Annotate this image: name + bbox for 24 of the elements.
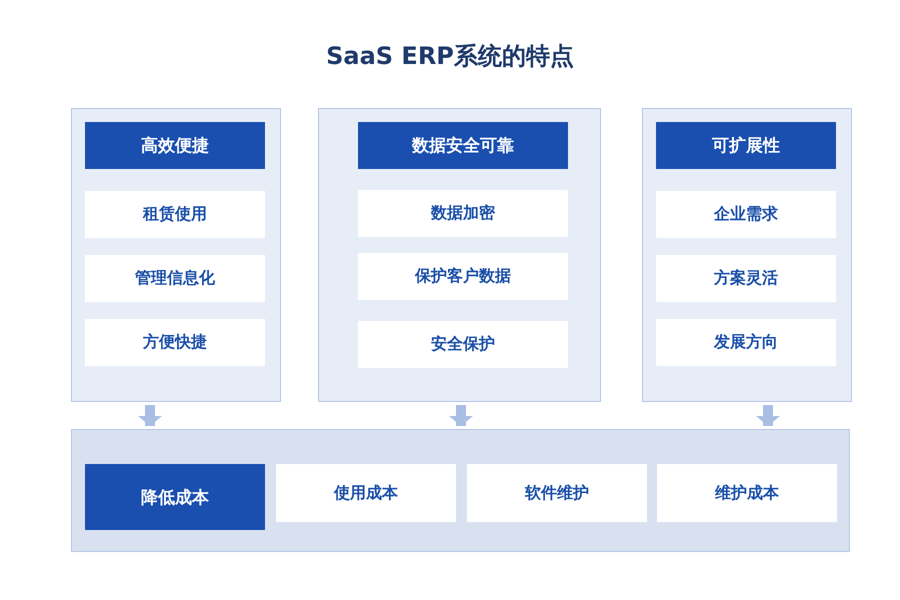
item-box: 软件维护 [467,464,647,522]
item-box: 方案灵活 [656,255,836,302]
group-panel [71,429,850,552]
item-box: 企业需求 [656,191,836,238]
item-box: 租赁使用 [85,191,265,238]
item-box: 使用成本 [276,464,456,522]
item-box: 方便快捷 [85,319,265,366]
heading-box: 高效便捷 [85,122,265,169]
item-box: 发展方向 [656,319,836,366]
item-box: 保护客户数据 [358,253,568,300]
item-box: 安全保护 [358,321,568,368]
group-panel [71,108,281,402]
heading-box: 可扩展性 [656,122,836,169]
heading-box: 数据安全可靠 [358,122,568,169]
arrow [449,405,473,426]
group-panel [642,108,852,402]
item-box: 管理信息化 [85,255,265,302]
arrow [756,405,780,426]
item-box: 维护成本 [657,464,837,522]
arrow [138,405,162,426]
group-panel [318,108,601,402]
item-box: 数据加密 [358,190,568,237]
heading-box: 降低成本 [85,464,265,530]
title: SaaS ERP系统的特点 [325,41,575,72]
